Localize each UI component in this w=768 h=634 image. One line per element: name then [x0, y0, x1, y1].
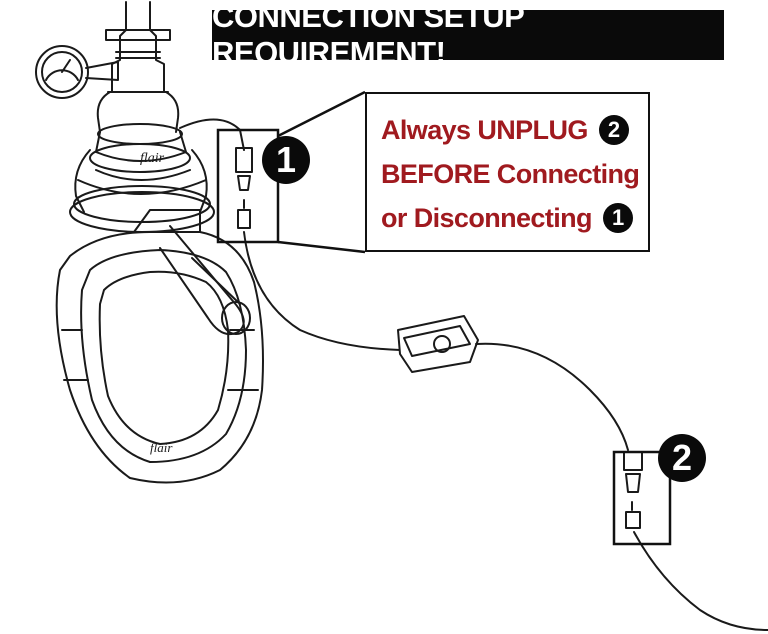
callout-line-2-text: BEFORE Connecting	[381, 159, 640, 189]
connector-box-1	[216, 128, 280, 244]
inline-badge-1: 1	[602, 202, 633, 233]
cable-upper	[179, 118, 401, 351]
callout-line-2: BEFORE Connecting	[381, 152, 648, 196]
warning-banner: CONNECTION SETUP REQUIREMENT!	[212, 0, 724, 70]
logo-mark-bottom: flair	[150, 440, 173, 455]
pressure-gauge	[35, 45, 119, 99]
marker-badge-2: 2	[658, 434, 706, 482]
callout-box: Always UNPLUG 2 BEFORE Connecting or Dis…	[365, 92, 650, 252]
connector-box-2	[612, 450, 672, 546]
callout-line-3: or Disconnecting 1	[381, 196, 648, 240]
mask-frame: flair	[55, 209, 264, 484]
callout-pointer-top	[277, 90, 366, 138]
cable-lower	[623, 451, 768, 631]
regulator-assembly	[89, 1, 191, 173]
inline-controller	[397, 315, 629, 451]
logo-mark-top: flair	[140, 151, 165, 166]
inline-badge-2: 2	[598, 114, 629, 145]
banner-title: CONNECTION SETUP REQUIREMENT!	[212, 0, 524, 70]
marker-badge-1: 1	[262, 136, 310, 184]
callout-line-3-text: or Disconnecting	[381, 203, 593, 233]
callout-line-1: Always UNPLUG 2	[381, 108, 648, 152]
callout-line-1-text: Always UNPLUG	[381, 115, 588, 145]
callout-pointer-bottom	[277, 240, 366, 254]
handle	[159, 225, 251, 336]
